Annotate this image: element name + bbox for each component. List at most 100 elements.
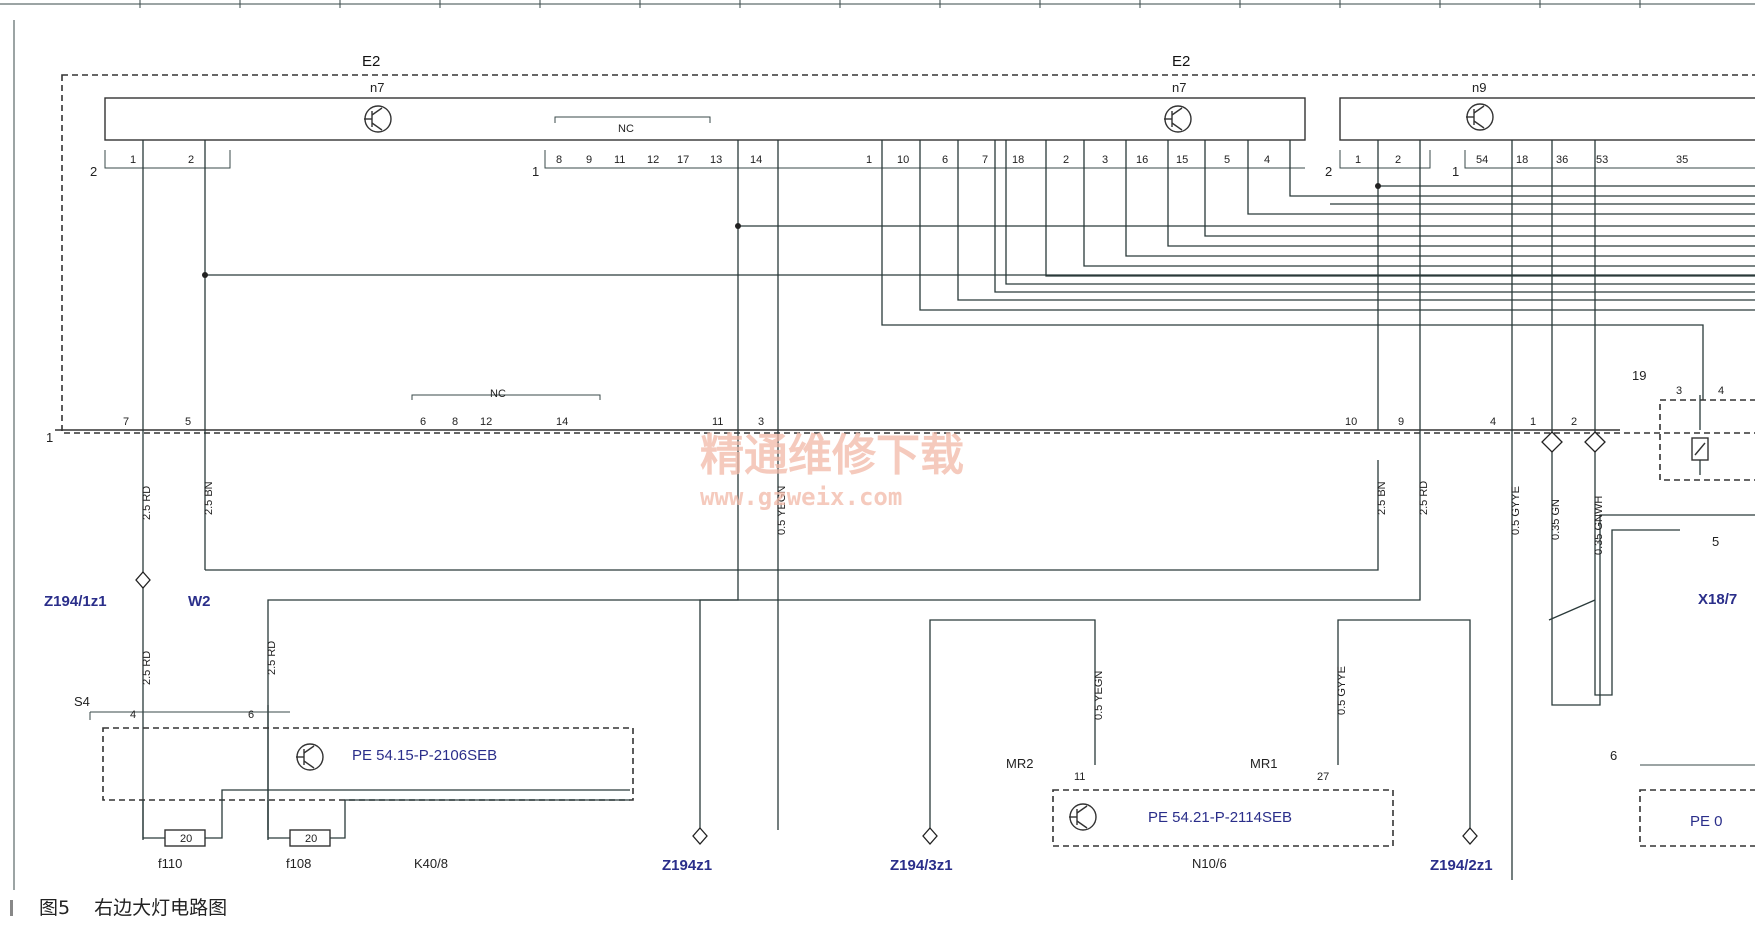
- lower-wiring: [142, 430, 1755, 880]
- fuse-f108: [267, 799, 630, 847]
- svg-text:1: 1: [130, 154, 136, 166]
- svg-text:4: 4: [1490, 416, 1496, 428]
- svg-text:2: 2: [188, 154, 194, 166]
- side-number: 6: [1610, 748, 1617, 763]
- svg-text:13: 13: [710, 154, 722, 166]
- watermark-url: www.gzweix.com: [700, 483, 902, 511]
- n7-label-right: n7: [1172, 80, 1186, 95]
- svg-text:3: 3: [1102, 154, 1108, 166]
- svg-text:14: 14: [556, 416, 568, 428]
- svg-text:2: 2: [1063, 154, 1069, 166]
- n10-label: N10/6: [1192, 856, 1227, 871]
- top-pins-right: 1 10 6 7 18 2 3 16 15 5 4: [866, 154, 1270, 166]
- partial-module-box: [1639, 789, 1755, 847]
- svg-text:0.35 GNWH: 0.35 GNWH: [1593, 496, 1605, 555]
- n9-control-unit: [1339, 97, 1755, 141]
- s4-pin: 6: [248, 709, 254, 721]
- figure-caption: 图5 右边大灯电路图: [10, 893, 227, 920]
- side-number: 2: [90, 164, 97, 179]
- svg-text:1: 1: [1355, 154, 1361, 166]
- caption-bar: [10, 900, 13, 916]
- connector-z194-1z1: Z194/1z1: [44, 593, 107, 610]
- transistor-icon: [296, 743, 324, 771]
- svg-text:4: 4: [1264, 154, 1270, 166]
- nc-label-top: NC: [618, 123, 634, 135]
- wire-labels: 2.5 RD 2.5 BN 0.5 YEGN 2.5 BN 2.5 RD 0.5…: [141, 481, 1605, 720]
- fuse-f108-label: f108: [286, 856, 311, 871]
- svg-text:15: 15: [1176, 154, 1188, 166]
- svg-text:2: 2: [1571, 416, 1577, 428]
- wire-bundle: [55, 140, 1755, 431]
- connector-s4: S4: [74, 694, 90, 709]
- svg-text:9: 9: [1398, 416, 1404, 428]
- top-pins-n9: 1 2 54 18 36 53 35: [1355, 154, 1688, 166]
- svg-text:7: 7: [123, 416, 129, 428]
- svg-text:8: 8: [556, 154, 562, 166]
- n7-label-left: n7: [370, 80, 384, 95]
- svg-text:1: 1: [1530, 416, 1536, 428]
- wiring-diagram: E2 E2 n7 n7 n9 NC NC 1 2 8 9 11 12 17 13…: [0, 0, 1755, 890]
- side-number: 2: [1325, 164, 1332, 179]
- connector-mr1: MR1: [1250, 756, 1277, 771]
- bottom-pins: 7 5 6 8 12 14 11 3 10 9 4 1 2: [123, 416, 1577, 428]
- connector-z194-3z1: Z194/3z1: [890, 857, 953, 874]
- partial-reference: PE 0: [1690, 813, 1723, 830]
- side-number: 4: [1718, 385, 1724, 397]
- svg-text:0.35 GN: 0.35 GN: [1550, 499, 1562, 540]
- svg-text:18: 18: [1012, 154, 1024, 166]
- top-pin-brackets: [104, 116, 1755, 169]
- connector-w2: W2: [188, 593, 211, 610]
- svg-text:5: 5: [1224, 154, 1230, 166]
- svg-text:0.5 YEGN: 0.5 YEGN: [776, 486, 788, 535]
- nc-label-bottom: NC: [490, 388, 506, 400]
- svg-text:9: 9: [586, 154, 592, 166]
- svg-text:14: 14: [750, 154, 762, 166]
- svg-text:2.5 BN: 2.5 BN: [203, 481, 215, 515]
- figure-title: 右边大灯电路图: [94, 897, 228, 919]
- svg-text:53: 53: [1596, 154, 1608, 166]
- svg-text:54: 54: [1476, 154, 1488, 166]
- connector-z194z1: Z194z1: [662, 857, 712, 874]
- transistor-icon: [1164, 105, 1192, 133]
- svg-text:2.5 RD: 2.5 RD: [141, 651, 153, 685]
- svg-text:2.5 RD: 2.5 RD: [1418, 481, 1430, 515]
- fuse-f110: [142, 789, 630, 847]
- svg-text:18: 18: [1516, 154, 1528, 166]
- top-pins-mid: 8 9 11 12 17 13 14: [556, 154, 762, 166]
- svg-text:12: 12: [647, 154, 659, 166]
- watermark-title: 精通维修下载: [700, 430, 964, 481]
- figure-number: 图5: [39, 897, 71, 919]
- side-number: 1: [532, 164, 539, 179]
- svg-text:12: 12: [480, 416, 492, 428]
- e2-module-boundary: [61, 74, 1755, 434]
- side-number: 19: [1632, 368, 1646, 383]
- fuse-f110-label: f110: [158, 856, 182, 871]
- side-number: 3: [1676, 385, 1682, 397]
- transistor-icon: [364, 105, 392, 133]
- switch-19: [1659, 395, 1755, 481]
- svg-text:0.5 GYYE: 0.5 GYYE: [1336, 666, 1348, 715]
- mr-pin: 27: [1317, 771, 1329, 783]
- top-pins-left: 1 2: [130, 154, 194, 166]
- transistor-icon: [1466, 103, 1494, 131]
- mr-pin: 11: [1074, 771, 1085, 783]
- svg-text:11: 11: [614, 154, 625, 166]
- k40-label: K40/8: [414, 856, 448, 871]
- svg-text:11: 11: [712, 416, 723, 428]
- svg-text:2.5 RD: 2.5 RD: [141, 486, 153, 520]
- svg-text:1: 1: [866, 154, 872, 166]
- n9-label: n9: [1472, 80, 1486, 95]
- svg-text:5: 5: [185, 416, 191, 428]
- transistor-icon: [1069, 803, 1097, 831]
- fuse-value: 20: [180, 833, 192, 845]
- svg-text:16: 16: [1136, 154, 1148, 166]
- svg-text:6: 6: [420, 416, 426, 428]
- svg-text:10: 10: [897, 154, 909, 166]
- svg-text:10: 10: [1345, 416, 1357, 428]
- side-number: 5: [1712, 534, 1719, 549]
- top-ruler: [0, 0, 1755, 890]
- svg-text:0.5 GYYE: 0.5 GYYE: [1510, 486, 1522, 535]
- svg-text:0.5 YEGN: 0.5 YEGN: [1093, 671, 1105, 720]
- svg-text:8: 8: [452, 416, 458, 428]
- n10-reference: PE 54.21-P-2114SEB: [1148, 809, 1292, 826]
